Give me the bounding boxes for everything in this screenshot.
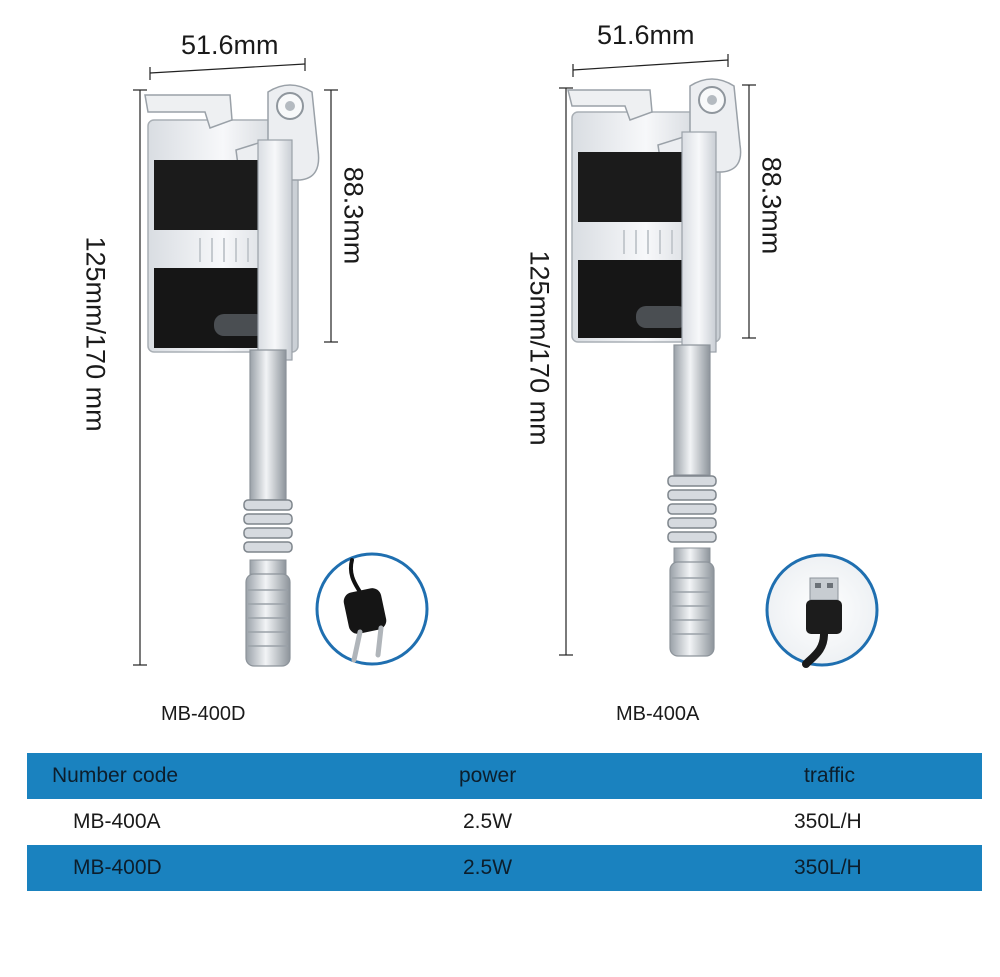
dimension-lines-left xyxy=(133,58,338,666)
box-height-label-left: 88.3mm xyxy=(338,166,369,265)
filter-mb-400a xyxy=(559,54,756,657)
header-traffic: traffic xyxy=(804,764,855,787)
table-row: MB-400A 2.5W 350L/H xyxy=(27,799,982,845)
model-label-right: MB-400A xyxy=(616,703,700,725)
box-height-label-right: 88.3mm xyxy=(756,156,787,255)
height-label-right: 125mm/170 mm xyxy=(524,250,555,446)
dimension-lines-right xyxy=(559,54,756,656)
table-header-row: Number code power traffic xyxy=(27,753,982,799)
cell-power: 2.5W xyxy=(463,856,513,879)
cell-traffic: 350L/H xyxy=(794,856,862,879)
model-label-left: MB-400D xyxy=(161,703,246,725)
filter-mb-400d xyxy=(133,58,338,667)
header-power: power xyxy=(459,764,517,787)
width-label-left: 51.6mm xyxy=(181,30,279,60)
header-number-code: Number code xyxy=(52,764,179,787)
table-row: MB-400D 2.5W 350L/H xyxy=(27,845,982,891)
cell-traffic: 350L/H xyxy=(794,810,862,833)
cell-number-code: MB-400D xyxy=(73,856,162,879)
usb-plug-icon xyxy=(765,553,879,668)
width-label-right: 51.6mm xyxy=(597,20,695,50)
eu-plug-icon xyxy=(315,552,429,666)
height-label-left: 125mm/170 mm xyxy=(80,236,111,432)
cell-power: 2.5W xyxy=(463,810,513,833)
spec-table: Number code power traffic MB-400A 2.5W 3… xyxy=(27,753,982,891)
cell-number-code: MB-400A xyxy=(73,810,161,833)
